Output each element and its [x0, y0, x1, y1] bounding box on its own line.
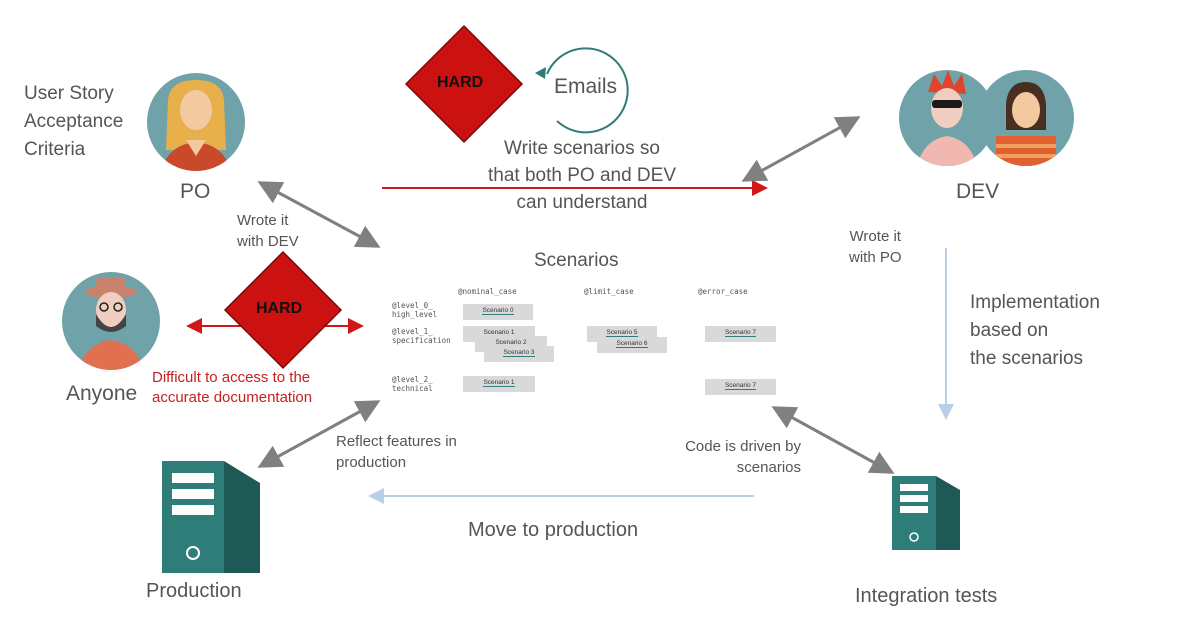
scenario-card[interactable]: Scenario 1	[463, 376, 535, 392]
scenario-card[interactable]: Scenario 7	[705, 379, 776, 395]
hard-diamond-left	[223, 250, 343, 370]
arrow-dev-scenarios	[741, 116, 861, 182]
wrote-with-dev-label: Wrote it with DEV	[237, 212, 299, 250]
scenario-card[interactable]: Scenario 3	[484, 346, 554, 362]
po-label: PO	[180, 180, 211, 203]
arrow-production-scenarios	[257, 400, 381, 468]
wrote-with-po-label: Wrote it with PO	[849, 228, 902, 266]
column-header-error: @error_case	[698, 287, 748, 296]
scenario-card[interactable]: Scenario 7	[705, 326, 776, 342]
code-driven-label: Code is driven by scenarios	[685, 438, 801, 476]
write-scenarios-label: Write scenarios so that both PO and DEV …	[487, 138, 676, 213]
refresh-icon	[535, 47, 629, 134]
scenario-card[interactable]: Scenario 0	[463, 304, 533, 320]
hard-diamond-top	[404, 24, 524, 144]
server-icon-integration	[892, 476, 960, 550]
arrow-po-scenarios	[257, 181, 381, 248]
hard-label-top: HARD	[437, 74, 484, 91]
reflect-features-label: Reflect features in production	[336, 433, 457, 471]
row-label-level-1: @level_1_specification	[392, 327, 451, 345]
server-icon-production	[162, 461, 260, 573]
implementation-label: Implementation based on the scenarios	[970, 292, 1100, 369]
difficult-access-label: Difficult to access to the accurate docu…	[152, 369, 313, 406]
row-label-level-0: @level_0_high_level	[392, 301, 438, 319]
emails-label: Emails	[554, 75, 618, 98]
integration-tests-label: Integration tests	[855, 585, 998, 607]
hard-label-left: HARD	[256, 300, 303, 317]
anyone-avatar-icon	[62, 272, 160, 370]
column-header-nominal: @nominal_case	[458, 287, 517, 296]
dev-avatars-icon	[899, 70, 1074, 166]
arrow-tests-scenarios	[771, 406, 895, 474]
move-to-production-label: Move to production	[468, 519, 639, 541]
production-label: Production	[146, 580, 242, 602]
scenario-card[interactable]: Scenario 6	[597, 337, 667, 353]
dev-label: DEV	[956, 180, 1000, 203]
scenarios-title: Scenarios	[534, 250, 619, 271]
anyone-label: Anyone	[66, 382, 138, 405]
user-story-label: User Story Acceptance Criteria	[24, 83, 124, 160]
column-header-limit: @limit_case	[584, 287, 634, 296]
row-label-level-2: @level_2_technical	[392, 375, 433, 393]
po-avatar-icon	[147, 73, 245, 171]
